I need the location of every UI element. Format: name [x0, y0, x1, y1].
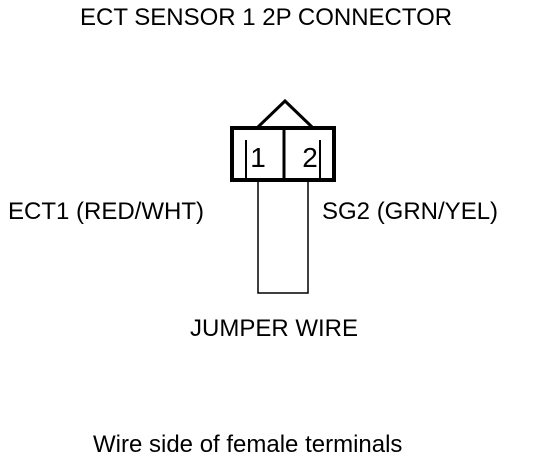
- jumper-wire-label: JUMPER WIRE: [190, 315, 358, 342]
- pin-1-number: 1: [250, 142, 266, 173]
- pin-1-wire-label: ECT1 (RED/WHT): [8, 198, 204, 225]
- pin-2-wire-label: SG2 (GRN/YEL): [322, 198, 499, 225]
- diagram-title: ECT SENSOR 1 2P CONNECTOR: [80, 4, 453, 31]
- view-caption: Wire side of female terminals: [93, 431, 403, 458]
- pin-2-number: 2: [302, 142, 318, 173]
- connector-lock-tab: [256, 98, 314, 129]
- jumper-wire: [257, 182, 309, 294]
